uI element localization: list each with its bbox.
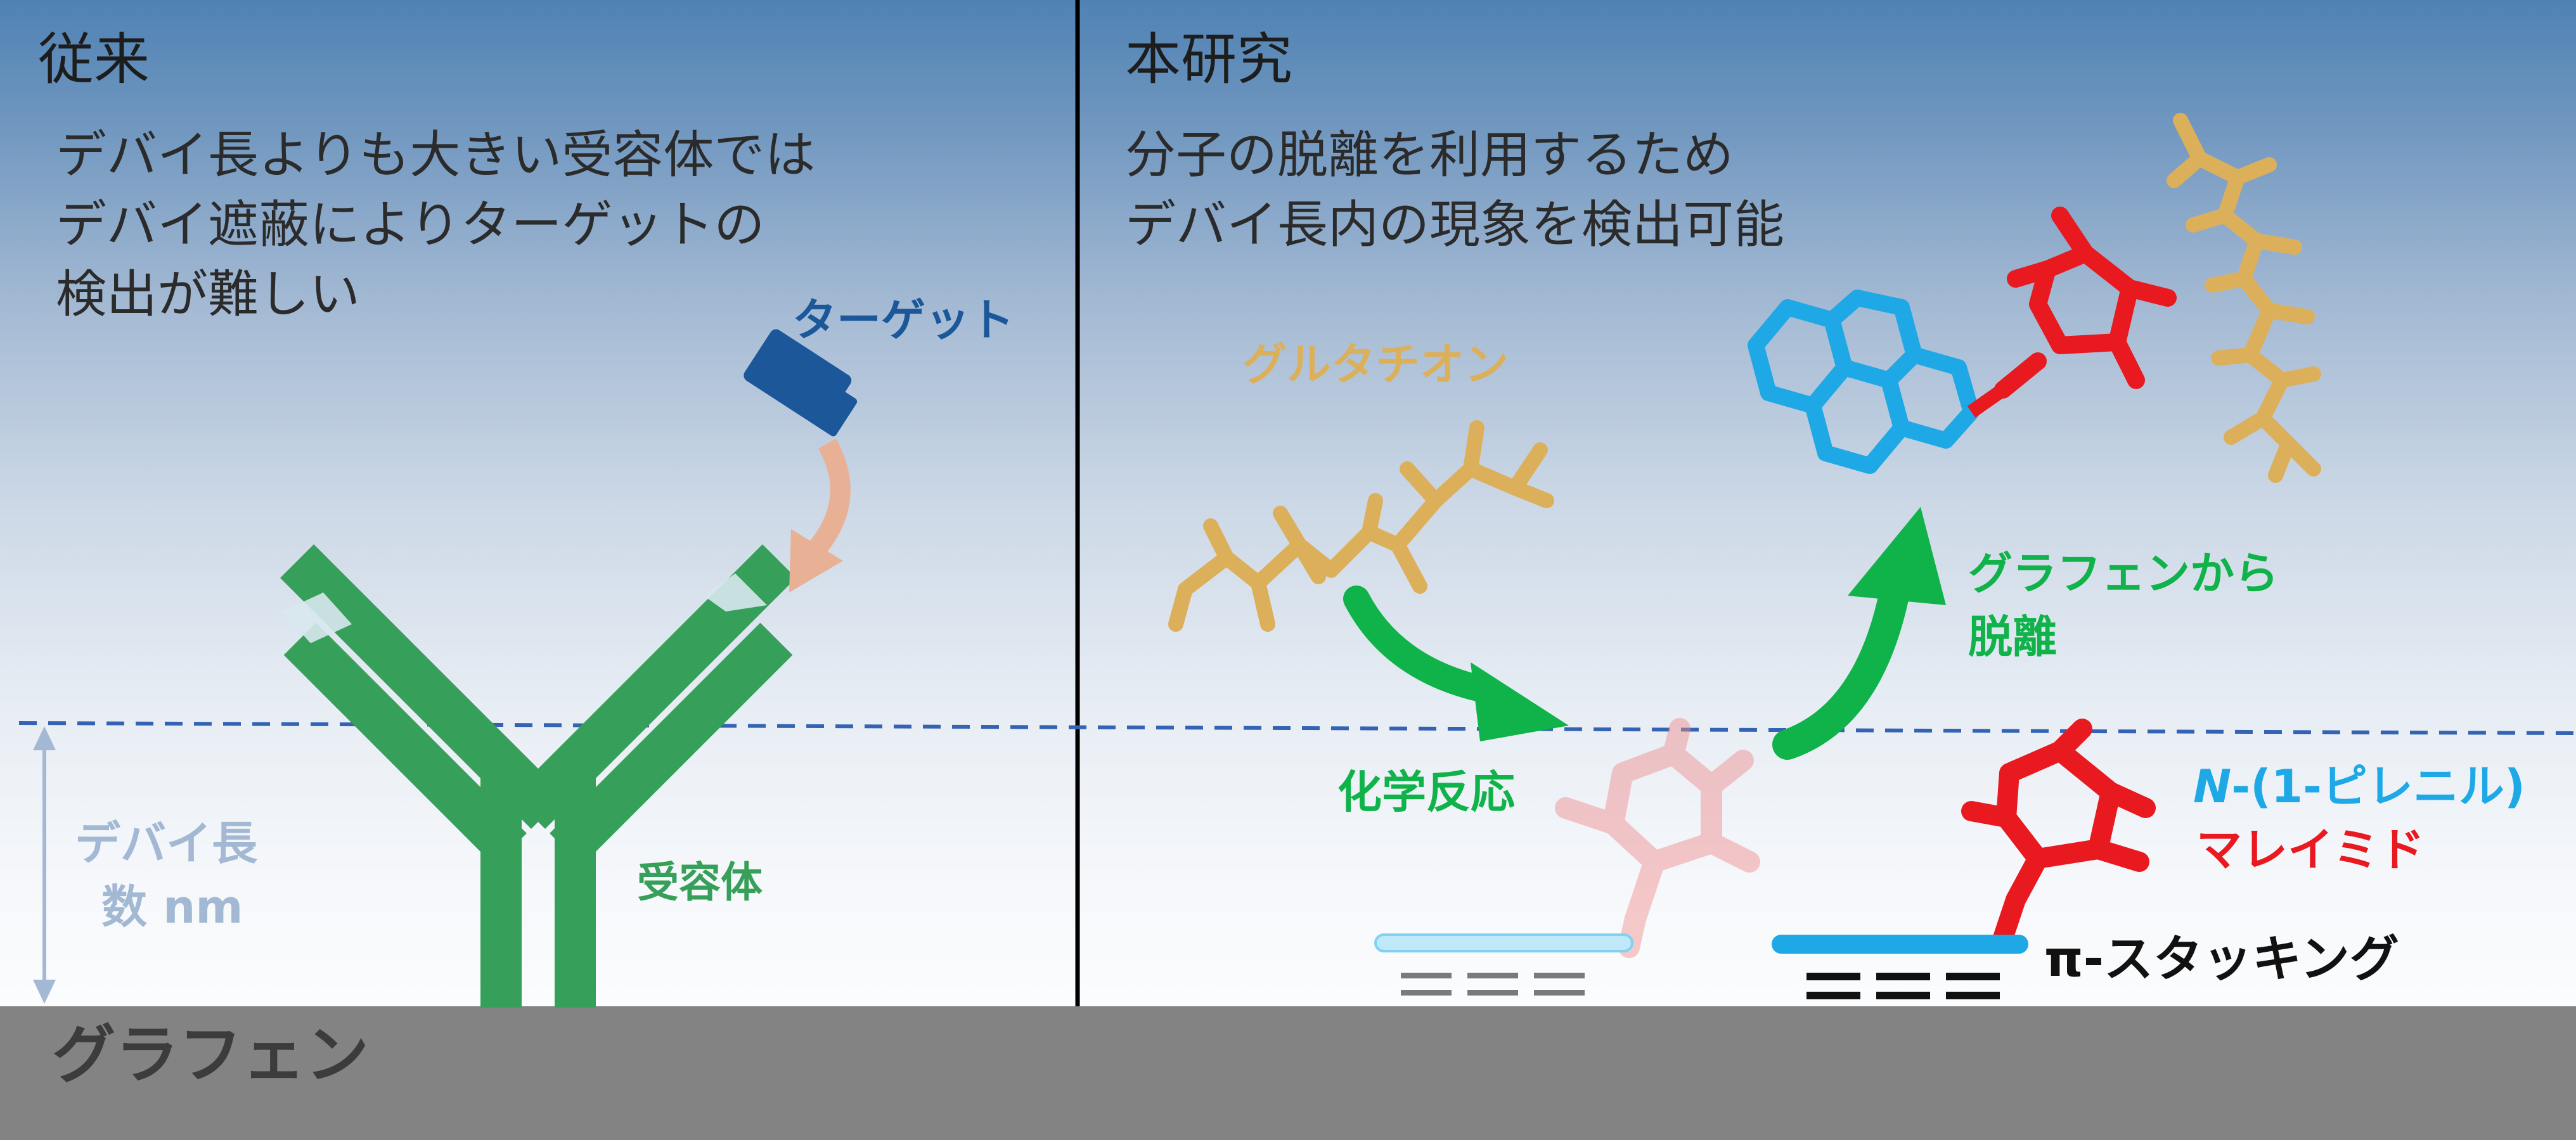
compound-label-rest: -(1-ピレニル) bbox=[2231, 760, 2525, 813]
surface-maleimide bbox=[1961, 719, 2156, 948]
reaction-arrow bbox=[1343, 586, 1569, 741]
glutathione-label: グルタチオン bbox=[1242, 338, 1509, 390]
faded-stacking-bars bbox=[1401, 973, 1585, 996]
receptor-label: 受容体 bbox=[637, 858, 763, 907]
chemical-reaction-label: 化学反応 bbox=[1337, 766, 1515, 818]
target-label: ターゲット bbox=[792, 294, 1014, 346]
compound-label-italic-n: N bbox=[2193, 760, 2232, 813]
right-description-line-2: デバイ長内の現象を検出可能 bbox=[1125, 195, 1784, 254]
background-gradient bbox=[0, 0, 2576, 1006]
graphene-label: グラフェン bbox=[52, 1018, 369, 1092]
debye-length-value: 数 nm bbox=[101, 880, 243, 933]
pyrene-maleimide-bond bbox=[1967, 383, 2007, 418]
left-description-line-1: デバイ長よりも大きい受容体では bbox=[56, 125, 816, 184]
debye-length-line bbox=[18, 721, 2576, 735]
faded-maleimide bbox=[1555, 718, 1760, 958]
left-heading: 従来 bbox=[38, 27, 150, 92]
right-heading: 本研究 bbox=[1125, 27, 1293, 92]
maleimide-molecule bbox=[1994, 207, 2177, 399]
binding-arrow bbox=[789, 439, 851, 592]
stacking-bars bbox=[1806, 973, 2000, 999]
target-molecule bbox=[744, 329, 858, 437]
surface-pyrene-stack bbox=[1772, 935, 2028, 954]
graphene-layer bbox=[0, 1006, 2576, 1140]
debye-length-label: デバイ長 bbox=[75, 817, 258, 870]
pyrene-molecule bbox=[1748, 290, 1980, 474]
desorption-label-line-1: グラフェンから bbox=[1968, 548, 2279, 599]
debye-length-arrow bbox=[33, 726, 56, 1004]
antibody-receptor bbox=[280, 544, 796, 1008]
desorption-arrow bbox=[1772, 507, 1946, 760]
left-description-line-3: 検出が難しい bbox=[56, 265, 360, 324]
glutathione-molecule bbox=[1168, 420, 1554, 632]
receptor-binding-site bbox=[282, 573, 767, 643]
pi-stacking-label: π-スタッキング bbox=[2044, 931, 2399, 988]
right-description-line-1: 分子の脱離を利用するため bbox=[1125, 125, 1734, 184]
desorption-label-line-2: 脱離 bbox=[1968, 611, 2057, 663]
glutathione-molecule-detached bbox=[2167, 113, 2321, 483]
compound-label-line-2: マレイミド bbox=[2196, 823, 2425, 876]
compound-label-line-1: N-(1-ピレニル) bbox=[2193, 764, 2525, 809]
faded-pyrene-stack bbox=[1374, 933, 1633, 952]
left-description-line-2: デバイ遮蔽によりターゲットの bbox=[56, 195, 765, 254]
